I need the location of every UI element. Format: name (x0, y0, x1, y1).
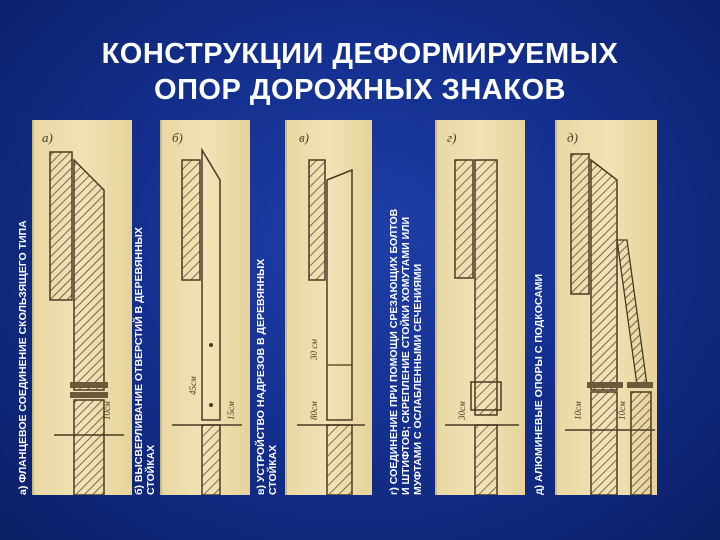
sign-plate (308, 159, 326, 281)
dimension-label: 45см (188, 376, 198, 395)
drawing-a-figure: а) 10см (42, 130, 124, 495)
caption-g: г) СОЕДИНЕНИЕ ПРИ ПОМОЩИ СРЕЗАЮЩИХ БОЛТО… (388, 208, 424, 495)
foundation-post (590, 391, 618, 495)
post (73, 158, 105, 391)
dimension-label: 30 см (309, 339, 319, 361)
dimension-label: 10см (102, 401, 112, 420)
post (326, 168, 353, 421)
foundation-post (474, 424, 498, 495)
title-line-1: КОНСТРУКЦИИ ДЕФОРМИРУЕМЫХ (101, 38, 619, 70)
drawing-b-mark: б) (172, 130, 183, 145)
sleeve-clamp (470, 381, 502, 411)
brace-flange (627, 382, 653, 388)
flange-upper (70, 382, 108, 388)
sign-plate (49, 151, 73, 301)
foundation-post (201, 424, 221, 495)
drawing-panel-v: в) 30 см 80см (285, 120, 372, 495)
drill-hole (209, 403, 213, 407)
dimension-label: 10см (617, 401, 627, 420)
caption-d: д) АЛЮМИНЕВЫЕ ОПОРЫ С ПОДКОСАМИ (533, 273, 545, 495)
flange-lower (70, 392, 108, 398)
post (201, 147, 221, 421)
drawing-g-figure: г) 30см (445, 130, 519, 495)
sign-plate (570, 153, 590, 295)
sign-plate (454, 159, 474, 279)
drawing-panel-d: д) 10см 10см (555, 120, 657, 495)
drawing-panel-b: б) 45см 15см (160, 120, 250, 495)
caption-a: а) ФЛАНЦЕВОЕ СОЕДИНЕНИЕ СКОЛЬЗЯЩЕГО ТИПА (17, 220, 29, 495)
slide-title: КОНСТРУКЦИИ ДЕФОРМИРУЕМЫХ ОПОР ДОРОЖНЫХ … (0, 36, 720, 108)
post (474, 159, 498, 416)
brace-foundation (630, 391, 652, 495)
drawing-a-mark: а) (42, 130, 53, 145)
drawing-v-mark: в) (299, 130, 309, 145)
post (590, 158, 618, 391)
drawing-v-figure: в) 30 см 80см (297, 130, 365, 495)
drawing-d-figure: д) 10см 10см (565, 130, 655, 495)
drawing-panel-a: а) 10см (32, 120, 132, 495)
drawing-b-figure: б) 45см 15см (172, 130, 242, 495)
flange-upper (587, 382, 623, 388)
drawing-panel-g: г) 30см (435, 120, 525, 495)
sign-plate (181, 159, 201, 281)
dimension-label: 30см (457, 401, 467, 421)
dimension-label: 80см (309, 401, 319, 420)
foundation-post (326, 424, 353, 495)
dimension-label: 15см (226, 401, 236, 420)
brace (616, 239, 648, 386)
caption-v: в) УСТРОЙСТВО НАДРЕЗОВ В ДЕРЕВЯННЫХ СТОЙ… (255, 258, 279, 495)
dimension-label: 10см (573, 401, 583, 420)
foundation-post (73, 399, 105, 495)
drawing-g-mark: г) (447, 130, 456, 145)
drawing-d-mark: д) (567, 130, 578, 145)
drill-hole (209, 343, 213, 347)
caption-b: б) ВЫСВЕРЛИВАНИЕ ОТВЕРСТИЙ В ДЕРЕВЯННЫХ … (133, 227, 157, 495)
title-line-2: ОПОР ДОРОЖНЫХ ЗНАКОВ (154, 74, 566, 106)
